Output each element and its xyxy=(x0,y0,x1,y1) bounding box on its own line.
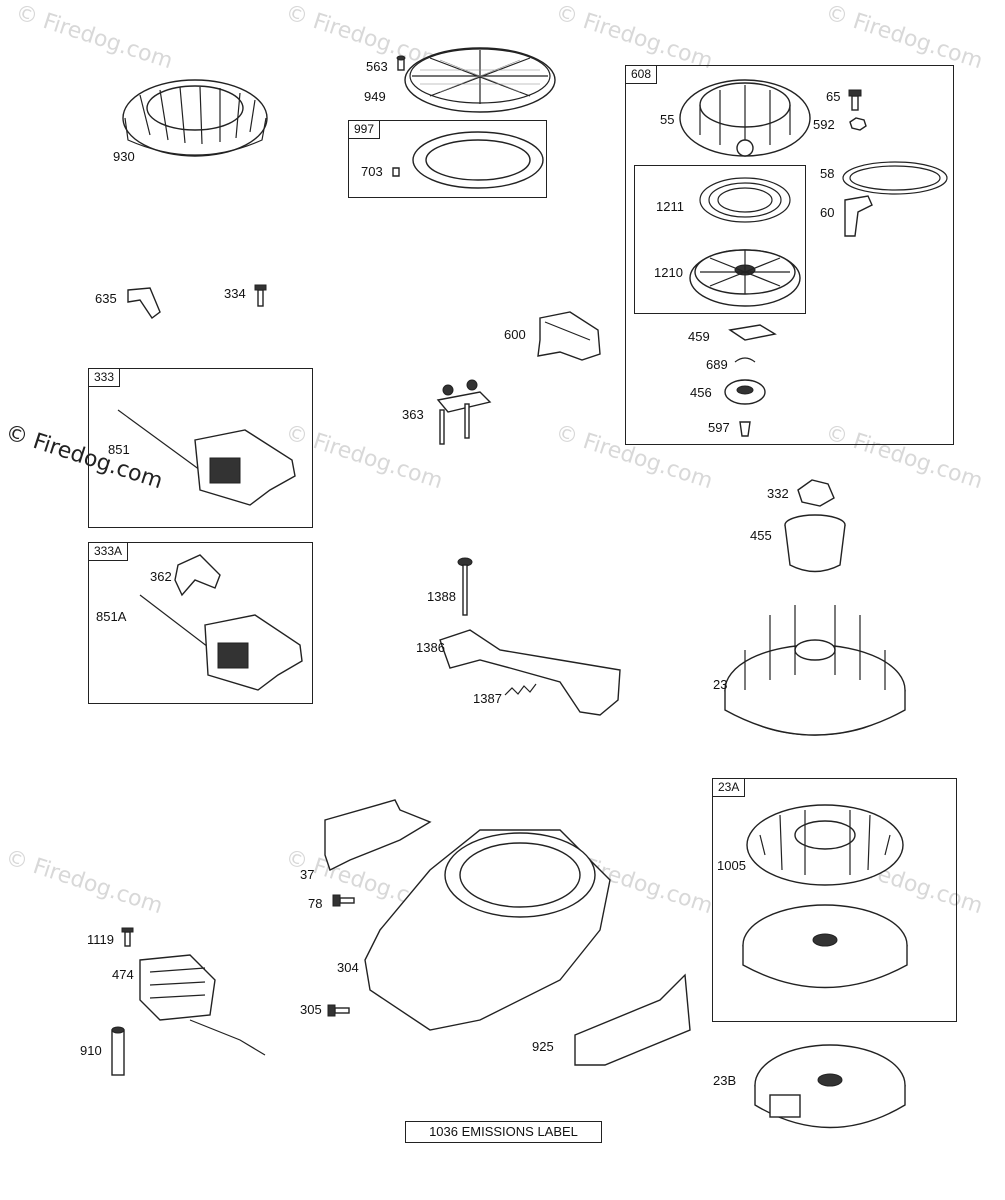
part-label-65: 65 xyxy=(826,89,841,104)
group-tag-333A: 333A xyxy=(88,542,129,561)
part-1119-shape xyxy=(121,927,134,947)
part-label-600: 600 xyxy=(504,327,526,342)
part-55-shape xyxy=(679,79,811,157)
part-597-shape xyxy=(739,421,751,437)
part-60-shape xyxy=(844,195,873,237)
part-label-456: 456 xyxy=(690,385,712,400)
part-37-shape xyxy=(324,799,432,871)
part-563-shape xyxy=(396,55,406,71)
part-58-shape xyxy=(842,161,948,195)
part-910-shape xyxy=(111,1026,125,1076)
part-label-1005: 1005 xyxy=(717,858,746,873)
group-box-333A: 333A xyxy=(88,542,313,704)
part-label-459: 459 xyxy=(688,329,710,344)
part-1211-shape xyxy=(699,177,791,223)
part-925-shape xyxy=(574,973,691,1066)
group-tag-608: 608 xyxy=(625,65,658,84)
part-851A-shape xyxy=(139,594,303,691)
part-363-shape xyxy=(436,379,492,445)
part-23-shape xyxy=(724,605,906,736)
group-box-997: 997 xyxy=(348,120,547,198)
part-label-597: 597 xyxy=(708,420,730,435)
part-label-1211: 1211 xyxy=(656,199,684,214)
group-box-23A: 23A xyxy=(712,778,957,1022)
part-456-shape xyxy=(724,379,766,405)
part-689-shape xyxy=(734,357,756,363)
part-304-shape xyxy=(364,829,611,1031)
part-635-shape xyxy=(127,287,161,320)
part-label-60: 60 xyxy=(820,205,835,220)
part-1210-shape xyxy=(689,249,801,307)
part-label-304: 304 xyxy=(337,960,359,975)
part-1387-shape xyxy=(504,683,537,696)
part-455-shape xyxy=(784,514,846,573)
part-label-689: 689 xyxy=(706,357,728,372)
part-label-305: 305 xyxy=(300,1002,322,1017)
part-label-455: 455 xyxy=(750,528,772,543)
part-label-703: 703 xyxy=(361,164,383,179)
part-label-949: 949 xyxy=(364,89,386,104)
group-box-1210-1211 xyxy=(634,165,806,314)
emissions-label-box: 1036 EMISSIONS LABEL xyxy=(405,1121,602,1143)
part-label-851A: 851A xyxy=(96,609,127,624)
part-332-shape xyxy=(797,479,835,507)
part-label-910: 910 xyxy=(80,1043,102,1058)
part-851-shape xyxy=(117,409,296,506)
part-930-shape xyxy=(122,79,268,157)
part-label-592: 592 xyxy=(813,117,835,132)
part-949-shape xyxy=(404,47,556,113)
part-label-362: 362 xyxy=(150,569,172,584)
part-459-shape xyxy=(728,324,777,341)
part-label-1210: 1210 xyxy=(654,265,683,280)
part-label-334: 334 xyxy=(224,286,246,301)
part-label-363: 363 xyxy=(402,407,424,422)
part-label-474: 474 xyxy=(112,967,134,982)
part-label-55: 55 xyxy=(660,112,675,127)
part-label-23: 23 xyxy=(713,677,728,692)
part-label-1387: 1387 xyxy=(473,691,502,706)
part-label-851: 851 xyxy=(108,442,130,457)
part-label-1386: 1386 xyxy=(416,640,445,655)
part-label-1119: 1119 xyxy=(87,932,114,947)
part-label-635: 635 xyxy=(95,291,117,306)
part-1005-shape xyxy=(746,804,904,886)
part-label-58: 58 xyxy=(820,166,835,181)
part-23B-shape xyxy=(754,1044,906,1129)
group-tag-333: 333 xyxy=(88,368,121,387)
part-label-930: 930 xyxy=(113,149,135,164)
part-362-shape xyxy=(174,554,221,597)
part-23A-shape xyxy=(742,904,908,989)
part-600-shape xyxy=(537,311,601,361)
part-label-563: 563 xyxy=(366,59,388,74)
part-label-1388: 1388 xyxy=(427,589,456,604)
part-1386-shape xyxy=(439,629,621,716)
part-474-shape xyxy=(139,954,266,1056)
part-label-78: 78 xyxy=(308,896,323,911)
part-label-332: 332 xyxy=(767,486,789,501)
part-334-shape xyxy=(254,284,267,307)
part-label-37: 37 xyxy=(300,867,315,882)
part-997-shape xyxy=(392,131,544,189)
part-1388-shape xyxy=(457,557,473,616)
part-592-shape xyxy=(849,117,867,131)
part-label-23B: 23B xyxy=(713,1073,737,1088)
part-78-shape xyxy=(332,894,355,907)
group-box-333: 333 xyxy=(88,368,313,528)
part-label-925: 925 xyxy=(532,1039,554,1054)
group-box-608: 608 xyxy=(625,65,954,445)
group-tag-997: 997 xyxy=(348,120,381,139)
part-305-shape xyxy=(327,1004,350,1017)
group-tag-23A: 23A xyxy=(712,778,746,797)
part-65-shape xyxy=(848,89,862,111)
